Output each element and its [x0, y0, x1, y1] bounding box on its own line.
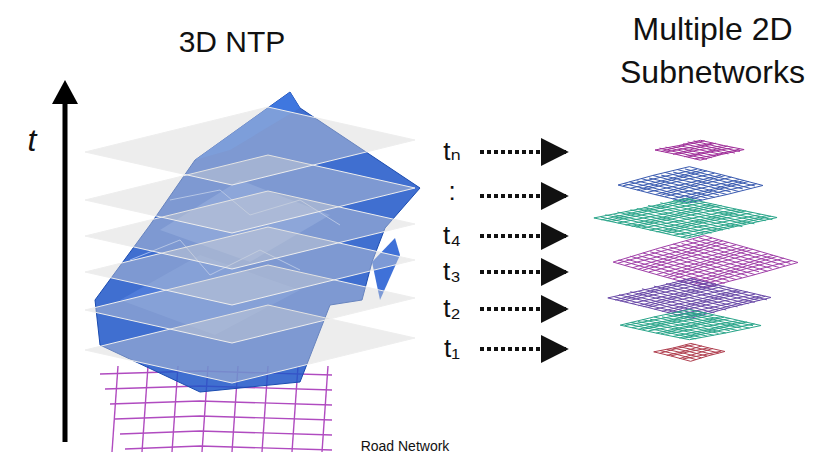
time-label: t₃ — [443, 257, 461, 287]
mesh-line — [685, 312, 753, 326]
subnetwork-mesh — [654, 343, 725, 361]
mesh-line — [695, 149, 740, 159]
mesh-line — [688, 256, 778, 283]
mesh-line — [699, 238, 790, 264]
subnetwork-mesh — [620, 310, 761, 340]
time-axis — [52, 80, 78, 442]
dotted-arrow — [480, 150, 566, 154]
mesh-line — [679, 281, 760, 301]
mesh-line — [689, 310, 761, 326]
dotted-arrow — [480, 347, 566, 351]
caption-label: Road Network — [361, 438, 450, 454]
mesh-line — [705, 262, 798, 287]
subnetworks — [594, 140, 798, 361]
mesh-line — [691, 343, 725, 351]
road-segment — [112, 366, 118, 452]
mesh-line — [666, 284, 748, 304]
mesh-line — [704, 236, 798, 263]
mesh-line — [687, 198, 777, 217]
time-label: t₁ — [444, 334, 460, 364]
mesh-line — [693, 258, 784, 284]
road-segment — [115, 416, 332, 420]
mesh-line — [691, 351, 725, 361]
time-plane — [85, 107, 415, 185]
mesh-line — [682, 243, 772, 268]
heading: 3D NTP — [179, 25, 286, 60]
mesh-line — [660, 203, 754, 224]
dotted-arrow — [480, 307, 566, 311]
mesh-line — [674, 216, 767, 236]
mesh-line — [673, 321, 743, 336]
mesh-line — [684, 279, 767, 300]
mesh-line — [691, 278, 771, 297]
mesh-line — [683, 324, 754, 338]
heading: Multiple 2D Subnetworks — [595, 8, 830, 94]
time-label: tₙ — [443, 137, 461, 167]
time-label: t₂ — [443, 294, 460, 324]
mesh-line — [689, 326, 761, 340]
mesh-line — [701, 140, 744, 149]
mesh-line — [690, 185, 763, 202]
axis-line — [63, 100, 68, 442]
subnetwork-mesh — [655, 140, 744, 160]
mesh-line — [683, 184, 757, 201]
mesh-line — [673, 200, 765, 220]
road-segment — [125, 446, 332, 450]
mesh-line — [694, 141, 740, 152]
mesh-line — [668, 202, 759, 221]
mesh-line — [673, 282, 755, 302]
road-segment — [142, 366, 148, 452]
mesh-line — [680, 199, 773, 219]
dotted-arrow — [480, 270, 566, 274]
dotted-arrow — [480, 234, 566, 238]
axis-label: t — [28, 122, 37, 159]
mesh-line — [689, 167, 763, 186]
time-planes — [85, 107, 415, 383]
slice-arrows — [480, 152, 566, 349]
subnetwork-mesh — [613, 236, 798, 288]
subnetwork-mesh — [618, 167, 763, 203]
mesh-line — [681, 216, 771, 237]
mesh-line — [698, 261, 792, 286]
road-segment — [120, 431, 332, 435]
mesh-line — [700, 150, 744, 161]
mesh-line — [686, 218, 777, 239]
mesh-line — [648, 205, 742, 226]
road-segment — [322, 366, 328, 452]
road-segment — [110, 401, 332, 405]
mesh-line — [685, 169, 755, 186]
mesh-line — [626, 259, 716, 284]
dotted-arrow — [480, 194, 566, 198]
mesh-line — [673, 181, 744, 199]
subnetwork-mesh — [594, 198, 777, 238]
time-label: t₄ — [443, 221, 461, 251]
mesh-line — [678, 296, 761, 315]
time-label: : — [448, 177, 455, 207]
axis-head — [52, 80, 78, 104]
